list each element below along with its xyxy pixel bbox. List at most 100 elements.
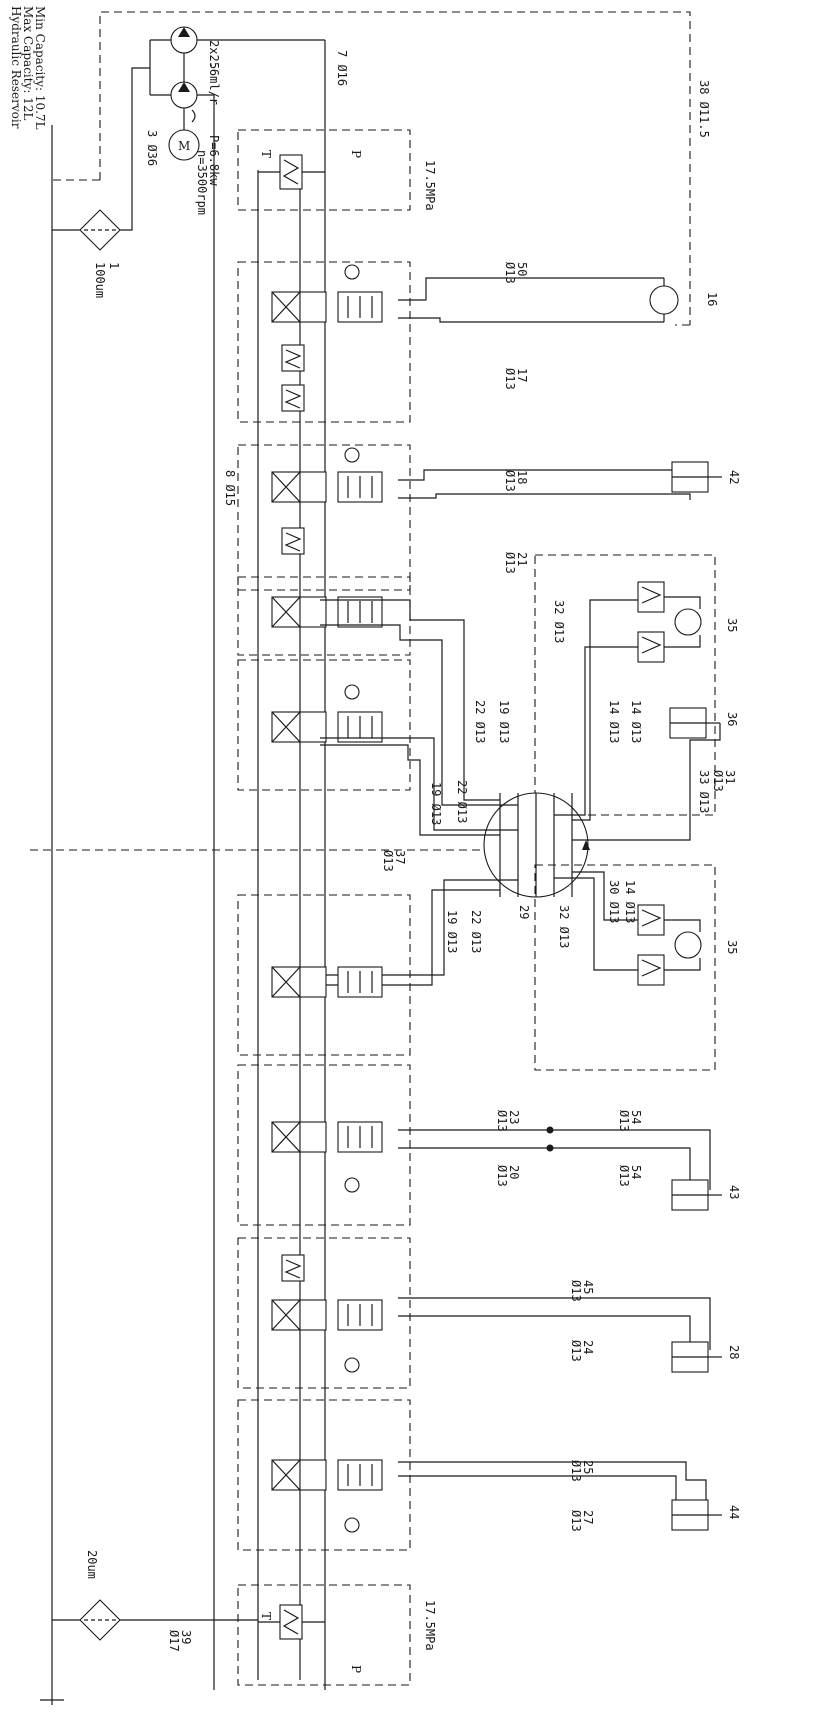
junction-dot bbox=[546, 1144, 554, 1152]
relief-section-bottom: T P bbox=[237, 1584, 411, 1686]
valve-section-2 bbox=[237, 444, 411, 591]
rotary-joint-label: 29 bbox=[517, 905, 531, 919]
suction-line bbox=[52, 67, 150, 231]
line-19-upper-b bbox=[320, 744, 500, 836]
port-54b-dia: Ø13 bbox=[617, 1165, 631, 1187]
return-filter bbox=[52, 1599, 258, 1641]
drain-line-38 bbox=[52, 11, 691, 326]
port-54a-dia: Ø13 bbox=[617, 1110, 631, 1132]
electric-motor: M bbox=[168, 129, 200, 161]
double-pump bbox=[149, 26, 325, 130]
line-18 bbox=[398, 469, 691, 481]
port-50-num: 50 bbox=[515, 262, 529, 276]
port-18-dia: Ø13 bbox=[503, 470, 517, 492]
filter-1-rating: 100um bbox=[93, 262, 107, 298]
actuator-16-label: 16 bbox=[705, 292, 719, 306]
port-21-dia: Ø13 bbox=[503, 552, 517, 574]
line-30-label: 30 Ø13 bbox=[607, 880, 621, 923]
line-31-num: 31 bbox=[723, 770, 737, 784]
line-50 bbox=[398, 277, 664, 301]
actuator-35-bottom-label: 35 bbox=[725, 940, 739, 954]
line-25 bbox=[398, 1461, 707, 1500]
line-3-label: 3 Ø36 bbox=[145, 130, 159, 166]
line-22-b-label: 22 Ø13 bbox=[455, 780, 469, 823]
port-20-num: 20 bbox=[507, 1165, 521, 1179]
actuator-28-label: 28 bbox=[727, 1345, 741, 1359]
tank-line bbox=[40, 125, 64, 1705]
relief-section-top: T P bbox=[237, 129, 411, 211]
line-7-label: 7 Ø16 bbox=[335, 50, 349, 86]
line-8-label: 8 Ø15 bbox=[223, 470, 237, 506]
actuator-42: 42 bbox=[671, 461, 741, 493]
top-port-t: T bbox=[259, 150, 273, 158]
rotary-joint-29 bbox=[483, 792, 590, 898]
line-14-b-label: 14 Ø13 bbox=[629, 700, 643, 743]
actuator-35-top: 35 bbox=[637, 581, 739, 663]
port-25-num: 25 bbox=[581, 1460, 595, 1474]
actuator-43-label: 43 bbox=[727, 1185, 741, 1199]
actuator-44-label: 44 bbox=[727, 1505, 741, 1519]
line-23-54 bbox=[398, 1129, 711, 1190]
actuator-16: 16 bbox=[649, 278, 719, 322]
line-21 bbox=[398, 493, 691, 500]
pump-id: 5 bbox=[207, 62, 221, 69]
line-17 bbox=[398, 317, 664, 323]
valve-section-7 bbox=[237, 1237, 411, 1389]
bottom-relief-pressure: 17.5MPa bbox=[423, 1600, 437, 1651]
pump-displacement: 2x2.6ml/r bbox=[207, 40, 221, 105]
actuator-44: 44 bbox=[671, 1499, 741, 1531]
actuator-28: 28 bbox=[671, 1341, 741, 1373]
line-38-label: 38 Ø11.5 bbox=[697, 80, 711, 138]
motor-speed: n=3500rpm bbox=[195, 150, 209, 215]
valve-section-3 bbox=[237, 576, 411, 656]
line-22-c-label: 22 Ø13 bbox=[469, 910, 483, 953]
port-23-dia: Ø13 bbox=[495, 1110, 509, 1132]
actuator-35-top-label: 35 bbox=[725, 618, 739, 632]
line-14-upper bbox=[572, 599, 638, 821]
port-23-num: 23 bbox=[507, 1110, 521, 1124]
actuator-42-label: 42 bbox=[727, 470, 741, 484]
actuator-43: 43 bbox=[671, 1179, 741, 1211]
rotary-motor-icon bbox=[674, 608, 702, 636]
valve-section-1 bbox=[237, 261, 411, 423]
actuator-36: 36 bbox=[669, 707, 739, 739]
valve-section-6 bbox=[237, 1064, 411, 1226]
valve-section-8 bbox=[237, 1399, 411, 1551]
actuator-35-bottom: 35 bbox=[637, 904, 739, 986]
port-18-num: 18 bbox=[515, 470, 529, 484]
line-14-a-label: 14 Ø13 bbox=[607, 700, 621, 743]
port-54a-num: 54 bbox=[629, 1110, 643, 1124]
line-14-c-label: 14 Ø13 bbox=[623, 880, 637, 923]
hydraulic-motor-icon bbox=[649, 285, 679, 315]
line-39-num: 39 bbox=[179, 1630, 193, 1644]
port-27-dia: Ø13 bbox=[569, 1510, 583, 1532]
port-54b-num: 54 bbox=[629, 1165, 643, 1179]
line-37-num: 37 bbox=[393, 850, 407, 864]
top-relief-pressure: 17.5MPa bbox=[423, 160, 437, 211]
reservoir-label: Hydraulic Reservoir Max Capacity: 12L Mi… bbox=[9, 6, 47, 130]
port-24-num: 24 bbox=[581, 1340, 595, 1354]
lower-motor-box bbox=[534, 864, 716, 1071]
valve-section-4 bbox=[237, 659, 411, 791]
port-45-num: 45 bbox=[581, 1280, 595, 1294]
port-20-dia: Ø13 bbox=[495, 1165, 509, 1187]
line-32-bot-label: 32 Ø13 bbox=[557, 905, 571, 948]
line-39-dia: Ø17 bbox=[167, 1630, 181, 1652]
filter-1-id: 1 bbox=[107, 262, 121, 269]
line-19-upper bbox=[320, 599, 500, 801]
line-32-top-label: 32 Ø13 bbox=[552, 600, 566, 643]
line-22-a-label: 22 Ø13 bbox=[473, 700, 487, 743]
bottom-port-p: P bbox=[349, 1665, 363, 1673]
line-20-54 bbox=[398, 1147, 691, 1180]
port-27-num: 27 bbox=[581, 1510, 595, 1524]
line-14-lower bbox=[554, 877, 638, 971]
motor-letter: M bbox=[178, 139, 190, 153]
line-22-upper bbox=[320, 624, 518, 806]
port-50-dia: Ø13 bbox=[503, 262, 517, 284]
port-17-num: 17 bbox=[515, 368, 529, 382]
line-24 bbox=[398, 1315, 691, 1342]
port-24-dia: Ø13 bbox=[569, 1340, 583, 1362]
port-45-dia: Ø13 bbox=[569, 1280, 583, 1302]
junction-dot bbox=[546, 1126, 554, 1134]
